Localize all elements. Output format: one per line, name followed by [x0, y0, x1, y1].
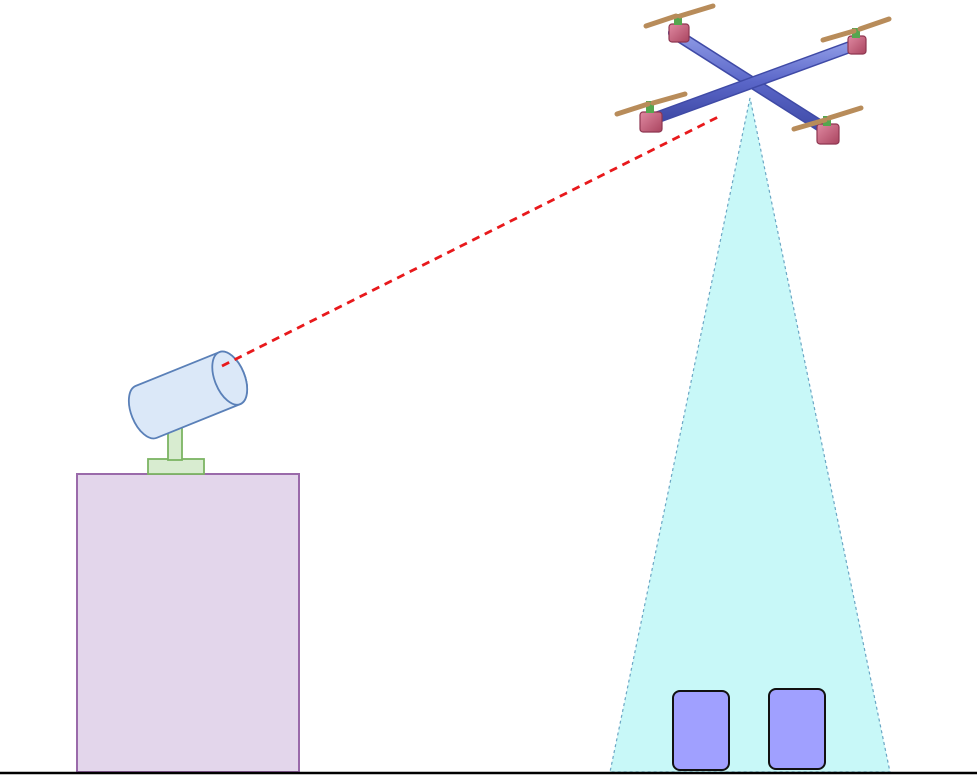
- drone: [614, 3, 892, 145]
- receiver-right: [768, 688, 826, 770]
- drone-rotor-bottom-left: [614, 91, 688, 133]
- laser-beam: [221, 113, 723, 368]
- drone-rotor-top-left: [643, 3, 716, 43]
- light-cone: [609, 97, 891, 773]
- drone-rotor-bottom-right: [791, 105, 864, 145]
- laser-emitter: [127, 350, 249, 440]
- building: [76, 473, 300, 773]
- receiver-left: [672, 690, 730, 771]
- drone-rotor-top-right: [820, 16, 892, 55]
